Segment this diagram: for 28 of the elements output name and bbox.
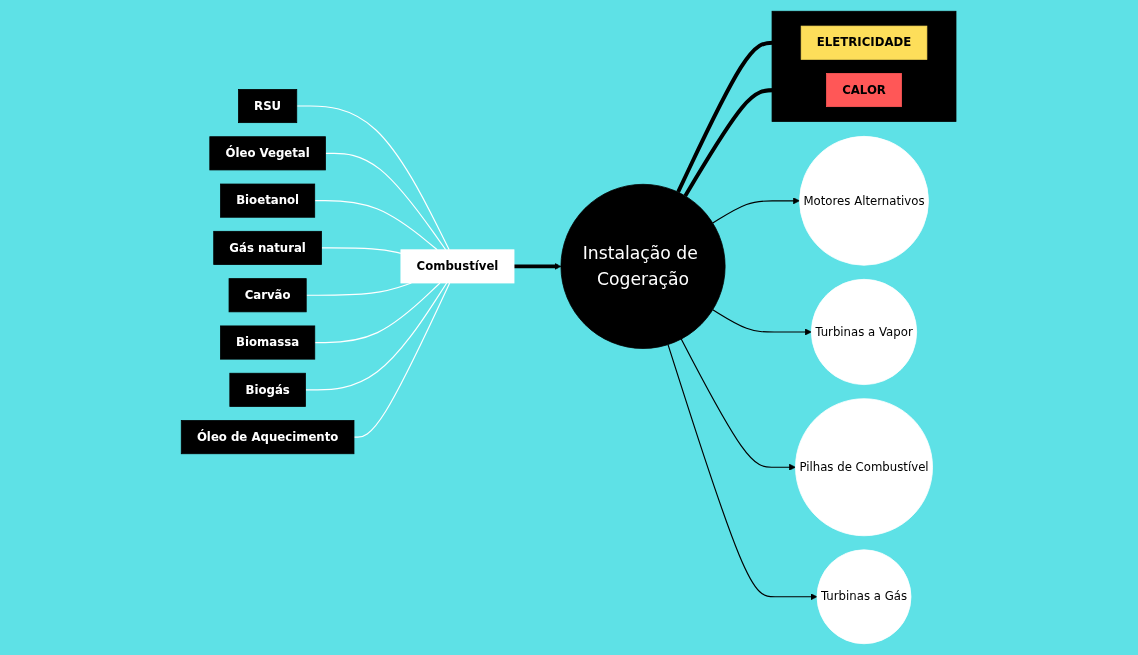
node-circle: Motores Alternativos	[799, 135, 930, 266]
arrow	[681, 338, 797, 471]
connector	[325, 152, 447, 251]
node-box: Óleo de Aquecimento	[181, 420, 355, 455]
node-box: Carvão	[229, 278, 307, 313]
connector	[296, 105, 451, 251]
node-box: Gás natural	[213, 230, 323, 265]
node-box: RSU	[238, 89, 298, 124]
cluster	[772, 10, 957, 122]
connector	[305, 282, 448, 391]
node-box: Óleo Vegetal	[209, 136, 327, 171]
connector	[314, 200, 439, 251]
node-box: Combustível	[400, 249, 515, 284]
node-circle: Turbinas a Vapor	[811, 278, 918, 385]
connector	[314, 282, 441, 344]
node-box: Biomassa	[220, 325, 316, 360]
node-box: CALOR	[826, 73, 903, 108]
node-box: Biogás	[229, 372, 307, 407]
node-box: Bioetanol	[220, 183, 316, 218]
arrow	[667, 344, 818, 601]
arrow	[514, 262, 562, 270]
arrow	[712, 197, 801, 224]
connector	[321, 247, 402, 254]
node-box: ELETRICIDADE	[801, 25, 928, 60]
node-circle: Instalação de Cogeração	[560, 183, 726, 349]
node-circle: Turbinas a Gás	[817, 549, 912, 645]
connector	[353, 282, 451, 438]
node-circle: Pilhas de Combustível	[795, 398, 934, 537]
